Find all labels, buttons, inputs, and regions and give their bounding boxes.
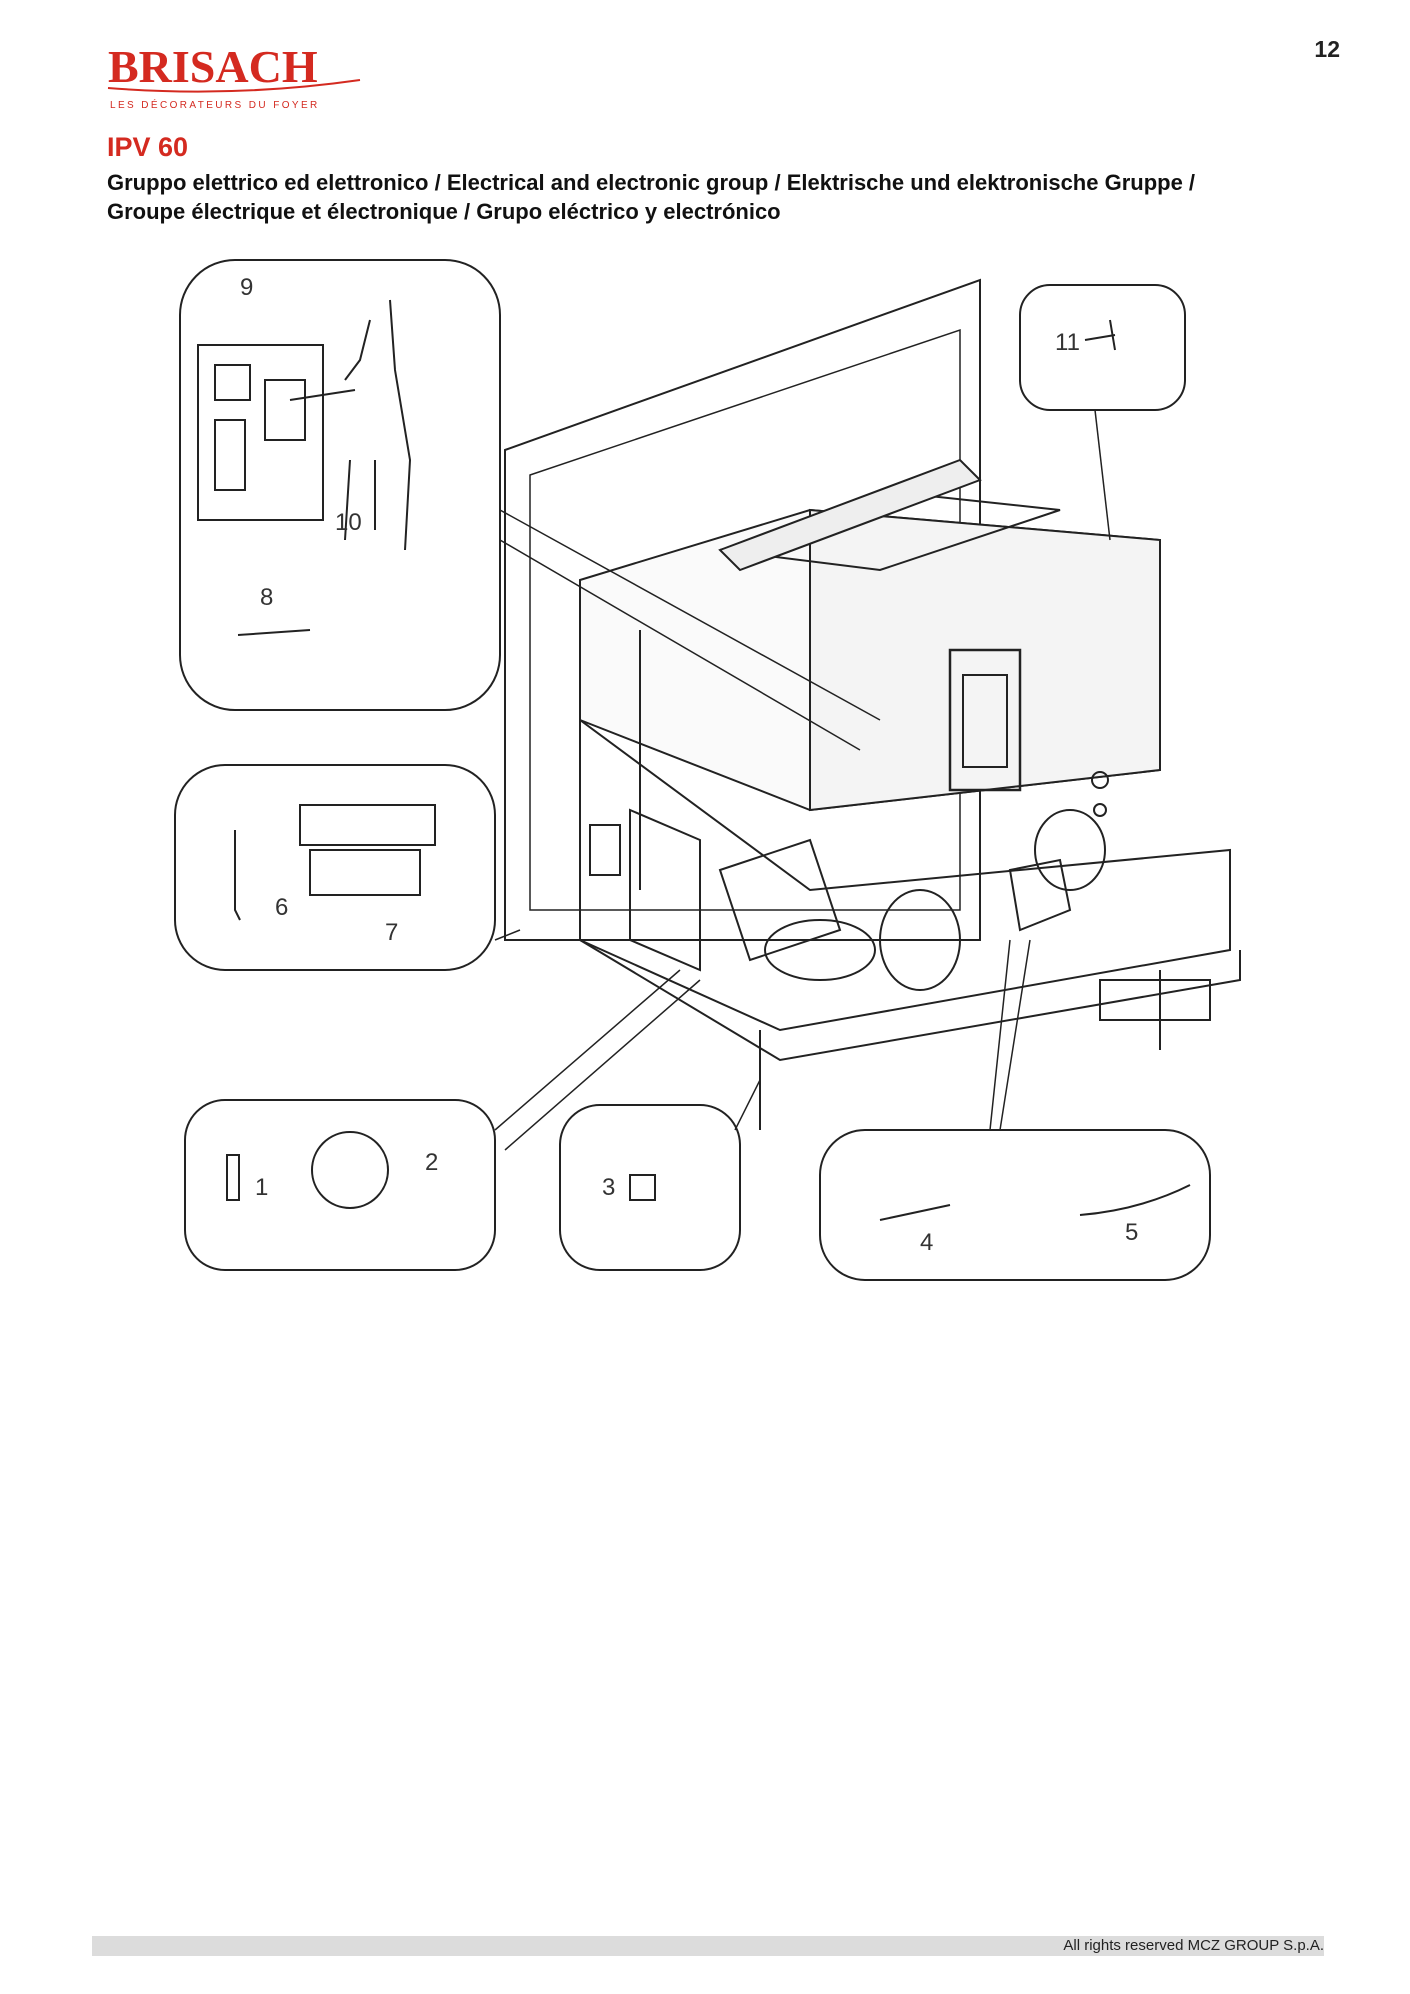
callout-label-9: 9 [240,274,253,301]
callout-label-11: 11 [1055,329,1080,356]
footer-bar [92,1936,1324,1956]
brand-tagline: LES DÉCORATEURS DU FOYER [110,98,320,111]
callout-label-7: 7 [385,919,398,946]
callout-label-1: 1 [255,1174,268,1201]
callout-box-sensor: 11 [1019,284,1186,411]
callout-box-display: 6 7 [174,764,496,971]
callout-box-pressure: 1 2 [184,1099,496,1271]
callout-box-board: 9 10 8 [179,259,501,711]
section-subtitle: Gruppo elettrico ed elettronico / Electr… [107,168,1307,226]
stove-body [504,278,1241,1130]
callout-label-5: 5 [1125,1219,1138,1246]
callout-label-4: 4 [920,1229,933,1256]
subtitle-line-1: Gruppo elettrico ed elettronico / Electr… [107,170,1196,195]
callout-label-6: 6 [275,894,288,921]
page-number: 12 [1314,36,1340,62]
callout-label-10: 10 [335,509,362,536]
model-title: IPV 60 [107,132,189,162]
callout-label-2: 2 [425,1149,438,1176]
subtitle-line-2: Groupe électrique et électronique / Grup… [107,199,781,224]
callout-label-3: 3 [602,1174,615,1201]
exploded-parts-drawing: 9 10 8 11 6 7 1 2 [160,250,1260,1290]
callout-box-probe: 4 5 [819,1129,1211,1281]
leader-lines [494,409,1111,1151]
brand-name: BRISACH [108,41,318,92]
callout-box-thermostat: 3 [559,1104,741,1271]
footer-copyright: All rights reserved MCZ GROUP S.p.A. [1063,1937,1324,1954]
brisach-logo: BRISACH LES DÉCORATEURS DU FOYER [104,38,364,118]
callout-label-8: 8 [260,584,273,611]
